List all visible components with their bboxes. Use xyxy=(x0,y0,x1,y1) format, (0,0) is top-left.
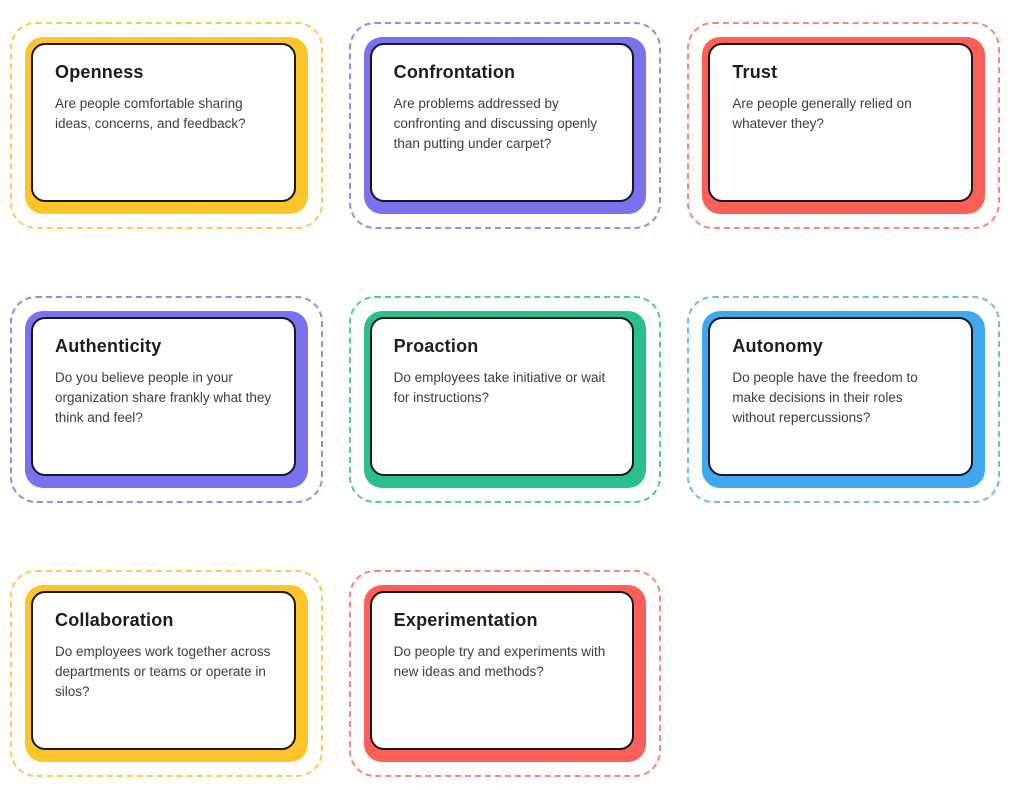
card-title: Confrontation xyxy=(393,62,516,82)
card-proaction[interactable]: Proaction Do employees take initiative o… xyxy=(348,296,662,503)
card-title: Openness xyxy=(55,62,144,82)
card-description: Do people have the freedom to make decis… xyxy=(732,370,918,425)
card-accent-frame: Confrontation Are problems addressed by … xyxy=(363,37,647,214)
card-body: Confrontation Are problems addressed by … xyxy=(369,43,635,202)
card-accent-frame: Trust Are people generally relied on wha… xyxy=(702,37,985,214)
card-body: Proaction Do employees take initiative o… xyxy=(369,317,635,476)
card-body: Autonomy Do people have the freedom to m… xyxy=(708,317,973,476)
card-body: Authenticity Do you believe people in yo… xyxy=(31,317,296,476)
card-accent-frame: Authenticity Do you believe people in yo… xyxy=(25,311,308,488)
card-description: Are people generally relied on whatever … xyxy=(732,96,912,131)
card-title: Collaboration xyxy=(55,610,174,630)
card-body: Openness Are people comfortable sharing … xyxy=(31,43,296,202)
card-confrontation[interactable]: Confrontation Are problems addressed by … xyxy=(348,22,662,229)
card-title: Experimentation xyxy=(393,610,538,630)
card-body: Experimentation Do people try and experi… xyxy=(369,591,635,750)
card-autonomy[interactable]: Autonomy Do people have the freedom to m… xyxy=(687,296,1000,503)
card-title: Autonomy xyxy=(732,336,823,356)
card-description: Do employees take initiative or wait for… xyxy=(393,370,606,405)
card-description: Do you believe people in your organizati… xyxy=(55,370,272,425)
card-experimentation[interactable]: Experimentation Do people try and experi… xyxy=(348,570,662,777)
card-body: Trust Are people generally relied on wha… xyxy=(708,43,973,202)
card-description: Are people comfortable sharing ideas, co… xyxy=(55,96,246,131)
card-accent-frame: Experimentation Do people try and experi… xyxy=(363,585,647,762)
card-accent-frame: Autonomy Do people have the freedom to m… xyxy=(702,311,985,488)
card-description: Are problems addressed by confronting an… xyxy=(393,96,598,151)
card-accent-frame: Collaboration Do employees work together… xyxy=(25,585,308,762)
card-description: Do employees work together across depart… xyxy=(55,644,271,699)
card-accent-frame: Openness Are people comfortable sharing … xyxy=(25,37,308,214)
card-title: Authenticity xyxy=(55,336,162,356)
card-accent-frame: Proaction Do employees take initiative o… xyxy=(363,311,647,488)
card-title: Trust xyxy=(732,62,778,82)
card-trust[interactable]: Trust Are people generally relied on wha… xyxy=(687,22,1000,229)
card-body: Collaboration Do employees work together… xyxy=(31,591,296,750)
card-description: Do people try and experiments with new i… xyxy=(393,644,606,679)
card-collaboration[interactable]: Collaboration Do employees work together… xyxy=(10,570,323,777)
card-openness[interactable]: Openness Are people comfortable sharing … xyxy=(10,22,323,229)
card-title: Proaction xyxy=(393,336,479,356)
card-authenticity[interactable]: Authenticity Do you believe people in yo… xyxy=(10,296,323,503)
